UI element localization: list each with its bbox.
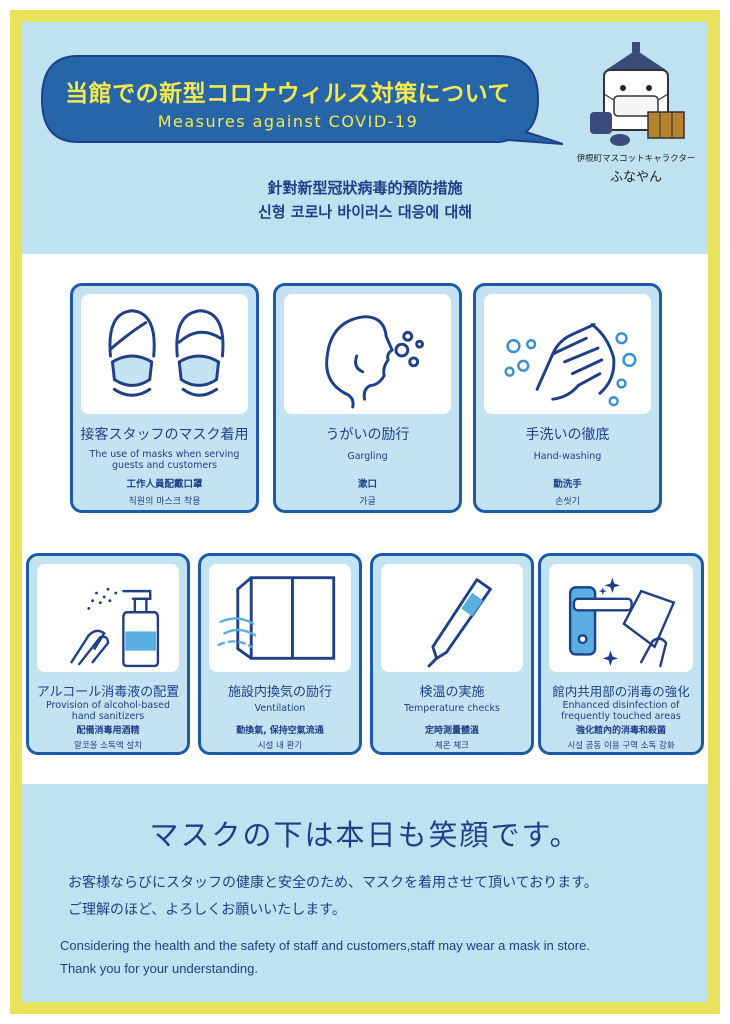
- measure-title-ko: 직원의 마스크 착용: [128, 497, 201, 507]
- measure-title-jp: 館内共用部の消毒の強化: [552, 684, 690, 699]
- measure-title-ko: 시설 공동 이용 구역 소독 강화: [567, 741, 675, 751]
- subtitle-chinese: 針對新型冠狀病毒的預防措施: [267, 179, 463, 197]
- thermometer-icon: [427, 578, 492, 668]
- english-message-line1: Considering the health and the safety of…: [60, 938, 590, 953]
- gargling-icon: [325, 315, 424, 409]
- measure-title-zh: 定時測量體溫: [424, 726, 479, 736]
- measure-title-zh: 勤洗手: [553, 479, 582, 490]
- measure-title-ko: 체온 체크: [435, 741, 469, 751]
- measure-title-jp: 手洗いの徹底: [525, 427, 610, 443]
- mascot-name: ふなやん: [609, 170, 662, 185]
- mascot-illustration-icon: [590, 42, 685, 146]
- measure-title-en: Provision of alcohol-based hand sanitize…: [45, 700, 171, 722]
- measure-title-jp: アルコール消毒液の配置: [36, 685, 180, 700]
- english-message: Considering the health and the safety of…: [60, 934, 690, 980]
- title-english: Measures against COVID-19: [157, 112, 419, 131]
- japanese-message-line2: ご理解のほど、よろしくお願いいたします。: [68, 902, 346, 918]
- poster: 当館での新型コロナウィルス対策について Measures against COV…: [22, 22, 708, 1002]
- measure-title-ko: 손씻기: [555, 497, 580, 507]
- footer-band: [22, 784, 708, 1002]
- measure-title-zh: 漱口: [357, 479, 377, 490]
- measure-card-ventilation: 施設内換気の励行 Ventilation 勤換氣, 保持空氣流通 시설 내 환기: [198, 553, 362, 755]
- masked-faces-icon: [108, 309, 225, 397]
- japanese-message: お客様ならびにスタッフの健康と安全のため、マスクを着用させて頂いております。 ご…: [68, 870, 688, 924]
- measure-title-ko: 알코올 소독액 설치: [74, 741, 142, 751]
- measure-title-jp: 施設内換気の励行: [227, 685, 332, 700]
- measure-title-zh: 勤換氣, 保持空氣流通: [236, 726, 324, 736]
- measure-card-sanitizer: アルコール消毒液の配置 Provision of alcohol-based h…: [26, 553, 190, 755]
- measure-title-en: Gargling: [347, 451, 388, 462]
- measure-card-masks: 接客スタッフのマスク着用 The use of masks when servi…: [70, 283, 259, 513]
- window-ventilation-icon: [217, 576, 336, 660]
- door-disinfection-icon: [568, 577, 676, 668]
- title-speech-bubble: 当館での新型コロナウィルス対策について Measures against COV…: [38, 52, 563, 146]
- measure-title-ko: 가글: [359, 497, 376, 507]
- title-japanese: 当館での新型コロナウィルス対策について: [65, 81, 511, 107]
- mascot-funayan: 伊根町マスコットキャラクター ふなやん: [576, 42, 696, 192]
- sanitizer-icon: [70, 587, 160, 668]
- measure-title-zh: 強化館內的消毒和殺菌: [575, 726, 666, 736]
- english-message-line2: Thank you for your understanding.: [60, 961, 259, 976]
- measure-card-temperature: 検温の実施 Temperature checks 定時測量體溫 체온 체크: [370, 553, 534, 755]
- measure-title-en: Hand-washing: [533, 451, 602, 462]
- measure-card-disinfection: 館内共用部の消毒の強化 Enhanced disinfection of fre…: [538, 553, 704, 755]
- measure-card-gargling: うがいの励行 Gargling 漱口 가글: [273, 283, 462, 513]
- measure-card-handwashing: 手洗いの徹底 Hand-washing 勤洗手 손씻기: [473, 283, 662, 513]
- measure-title-en: Ventilation: [254, 703, 306, 714]
- hand-washing-icon: [504, 323, 637, 407]
- measure-title-jp: 接客スタッフのマスク着用: [80, 427, 249, 443]
- measure-title-zh: 配備消毒用酒精: [76, 726, 140, 736]
- measure-title-jp: うがいの励行: [325, 427, 410, 443]
- japanese-message-line1: お客様ならびにスタッフの健康と安全のため、マスクを着用させて頂いております。: [68, 875, 598, 891]
- measure-title-zh: 工作人員配戴口罩: [126, 479, 203, 490]
- measure-title-en: Temperature checks: [404, 703, 500, 714]
- measure-title-jp: 検温の実施: [419, 685, 485, 700]
- measure-title-ko: 시설 내 환기: [257, 741, 303, 751]
- mascot-caption: 伊根町マスコットキャラクター: [576, 154, 696, 164]
- subtitle-korean: 신형 코로나 바이러스 대응에 대해: [257, 203, 473, 221]
- smile-headline: マスクの下は本日も笑顔です。: [149, 818, 581, 852]
- measure-title-en: Enhanced disinfection of frequently touc…: [561, 700, 681, 722]
- measure-title-en: The use of masks when serving guests and…: [89, 449, 240, 471]
